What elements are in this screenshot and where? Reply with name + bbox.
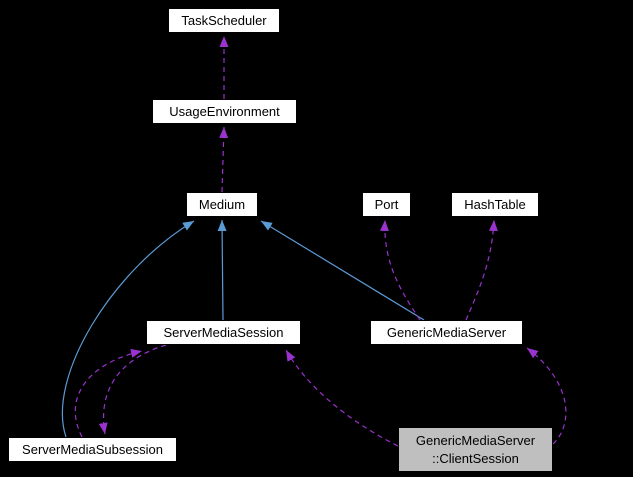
node-label: Medium [198, 196, 246, 212]
node-label: GenericMediaServer [386, 324, 507, 340]
node-server-media-session[interactable]: ServerMediaSession [146, 320, 301, 345]
node-label: ServerMediaSession [163, 324, 284, 340]
edge-generic-media-server-to-port [379, 219, 421, 321]
node-label: TaskScheduler [181, 12, 267, 28]
node-hash-table[interactable]: HashTable [451, 192, 539, 217]
node-label: GenericMediaServer ::ClientSession [415, 432, 536, 466]
edge-client-session-to-server-media-session [285, 349, 399, 447]
node-server-media-subsession[interactable]: ServerMediaSubsession [8, 437, 177, 462]
node-port[interactable]: Port [362, 192, 411, 217]
node-usage-environment[interactable]: UsageEnvironment [152, 99, 297, 124]
edge-server-media-subsession-to-server-media-session [74, 348, 143, 438]
node-task-scheduler[interactable]: TaskScheduler [168, 8, 280, 33]
node-label: HashTable [464, 196, 526, 212]
node-generic-media-server-client-session: GenericMediaServer ::ClientSession [398, 427, 553, 472]
node-generic-media-server[interactable]: GenericMediaServer [370, 320, 523, 345]
edge-generic-media-server-to-medium [260, 220, 425, 321]
edge-server-media-session-to-server-media-subsession [98, 344, 167, 435]
edge-client-session-to-generic-media-server [526, 347, 567, 445]
edge-server-media-session-to-medium [217, 219, 227, 321]
edge-server-media-subsession-to-medium [61, 220, 195, 438]
node-label: ServerMediaSubsession [22, 441, 163, 457]
edge-medium-to-usage-environment [219, 126, 229, 193]
node-medium[interactable]: Medium [186, 192, 258, 217]
node-label: Port [374, 196, 399, 212]
edge-generic-media-server-to-hash-table [465, 219, 498, 321]
node-label: UsageEnvironment [169, 103, 280, 119]
